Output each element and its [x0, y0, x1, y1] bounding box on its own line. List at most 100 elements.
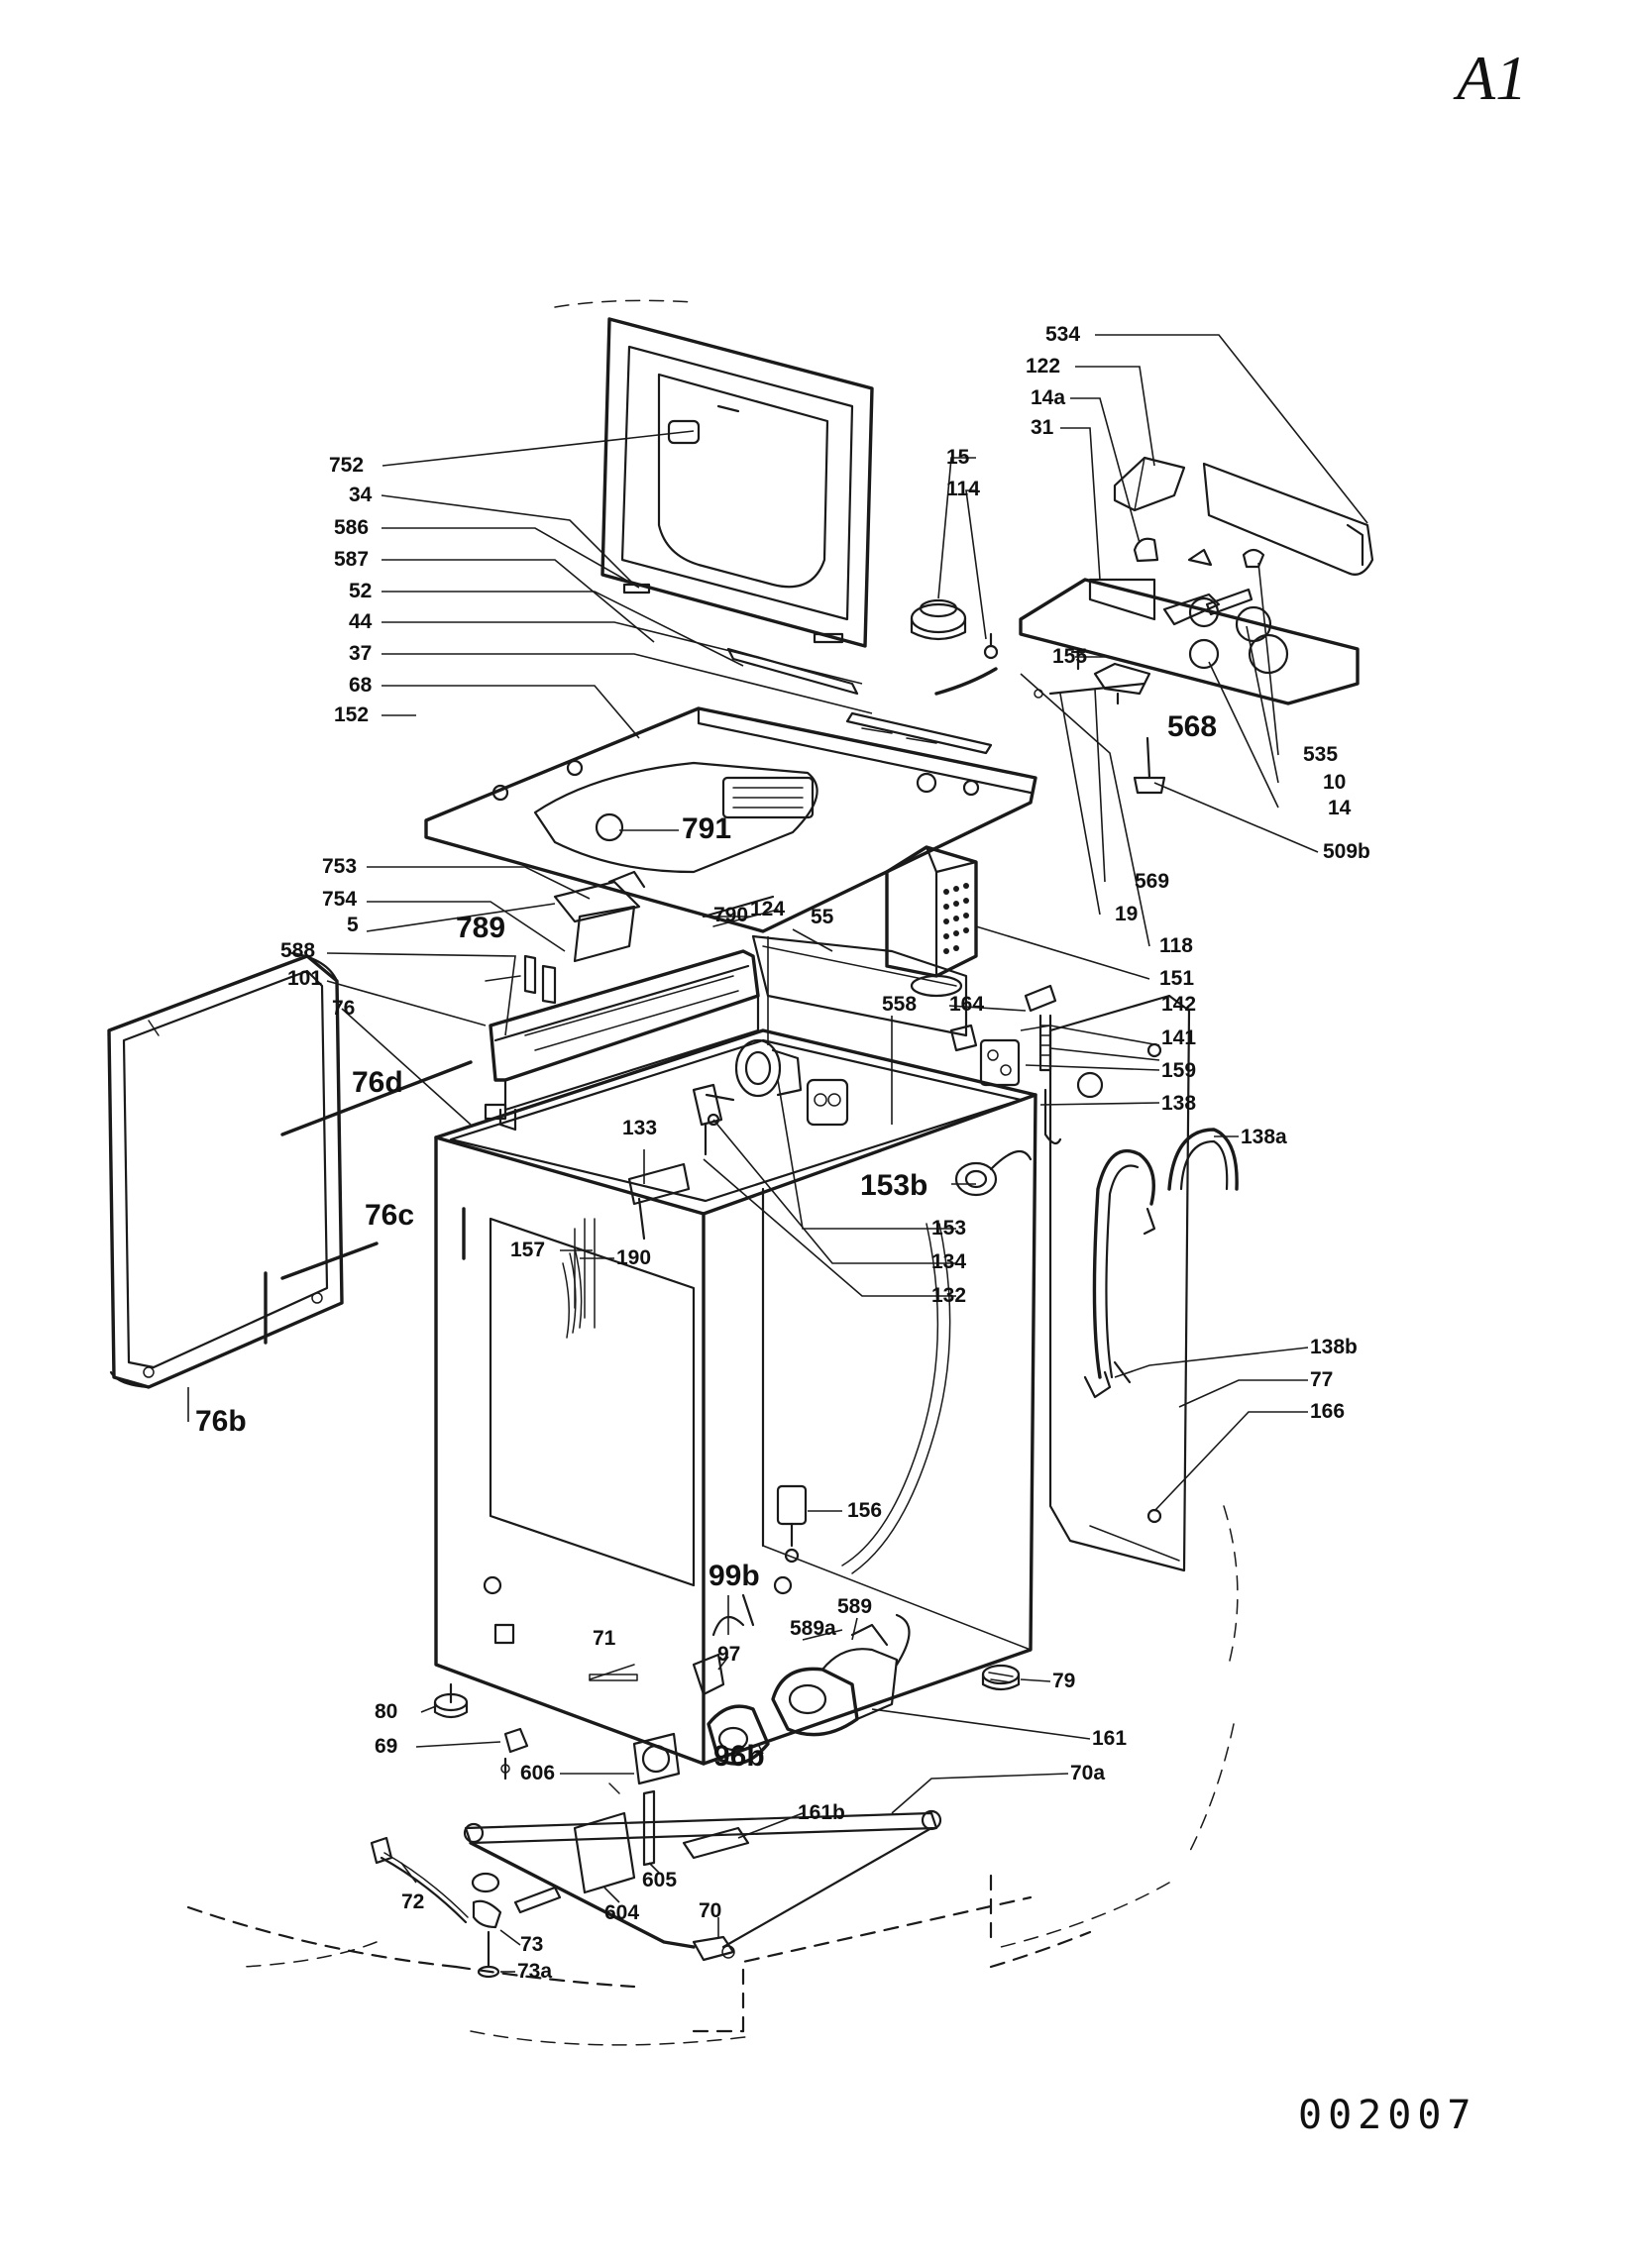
pump-motor-assembly [692, 1575, 911, 1766]
callout-14a: 14a [1031, 386, 1065, 409]
callout-155: 155 [1052, 645, 1087, 668]
callout-37: 37 [349, 642, 372, 665]
callout-153b: 153b [860, 1169, 927, 1202]
callout-124: 124 [750, 898, 785, 920]
top-panel [424, 706, 1037, 933]
callout-791: 791 [682, 812, 731, 845]
callout-790: 790 [713, 904, 748, 926]
callout-587: 587 [334, 548, 369, 571]
callout-76b: 76b [195, 1405, 247, 1438]
callout-153: 153 [931, 1217, 966, 1240]
callout-753: 753 [322, 855, 357, 878]
suspension-damper [776, 1484, 808, 1564]
rear-panel [1048, 994, 1191, 1572]
front-access-panel [107, 951, 473, 1389]
callout-156: 156 [847, 1499, 882, 1522]
callout-55: 55 [811, 906, 834, 928]
base-frame [186, 1732, 1092, 2033]
callout-157: 157 [510, 1239, 545, 1261]
callout-569: 569 [1135, 870, 1169, 893]
callout-5: 5 [347, 914, 359, 936]
callout-164: 164 [949, 993, 984, 1016]
callout-138: 138 [1161, 1092, 1196, 1115]
callout-76: 76 [332, 997, 355, 1020]
callout-568: 568 [1167, 710, 1217, 743]
callout-70a: 70a [1070, 1762, 1105, 1784]
callout-151: 151 [1159, 967, 1194, 990]
callout-99b: 99b [708, 1560, 760, 1592]
callout-132: 132 [931, 1284, 966, 1307]
callout-588: 588 [280, 939, 315, 962]
callout-77: 77 [1310, 1368, 1333, 1391]
callout-79: 79 [1052, 1670, 1075, 1692]
callout-70: 70 [699, 1899, 721, 1922]
callout-31: 31 [1031, 416, 1054, 439]
control-panel [1019, 456, 1374, 795]
callout-labels: 534 122 14a 31 15 114 155 568 535 10 14 … [195, 323, 1370, 1983]
callout-152: 152 [334, 703, 369, 726]
callout-122: 122 [1026, 355, 1060, 378]
callout-134: 134 [931, 1250, 966, 1273]
callout-97: 97 [717, 1643, 740, 1666]
callout-34: 34 [349, 484, 373, 506]
drain-hose-assembly [1083, 1128, 1239, 1399]
detergent-tray [484, 949, 760, 1132]
callout-76c: 76c [365, 1199, 414, 1232]
callout-76d: 76d [352, 1066, 403, 1099]
callout-605: 605 [642, 1869, 677, 1891]
callout-96b: 96b [713, 1740, 765, 1773]
callout-604: 604 [604, 1901, 639, 1924]
callout-133: 133 [622, 1117, 657, 1139]
callout-71: 71 [593, 1627, 616, 1650]
callout-52: 52 [349, 580, 372, 602]
callout-161: 161 [1092, 1727, 1127, 1750]
callout-509b: 509b [1323, 840, 1370, 863]
callout-535: 535 [1303, 743, 1338, 766]
feet-levelers [433, 1664, 1021, 1781]
callout-159: 159 [1161, 1059, 1196, 1082]
callout-101: 101 [287, 967, 322, 990]
rear-upper-panel [751, 934, 968, 1037]
callout-534: 534 [1045, 323, 1080, 346]
hinge-rod-assembly [370, 1836, 735, 1979]
callout-138a: 138a [1241, 1126, 1287, 1148]
pressure-switch [910, 598, 999, 696]
callout-754: 754 [322, 888, 357, 911]
callout-589a: 589a [790, 1617, 836, 1640]
callout-118: 118 [1159, 934, 1193, 957]
callout-586: 586 [334, 516, 369, 539]
callout-606: 606 [520, 1762, 555, 1784]
callout-142: 142 [1161, 993, 1196, 1016]
inlet-valve-assembly [692, 1038, 849, 1156]
internal-bracket [562, 1162, 691, 1339]
callout-69: 69 [375, 1735, 397, 1758]
callout-73a: 73a [517, 1960, 552, 1983]
callout-19: 19 [1115, 903, 1138, 925]
callout-190: 190 [616, 1246, 651, 1269]
callout-161b: 161b [798, 1801, 845, 1824]
background-outlines [242, 299, 1239, 2046]
leader-lines [187, 334, 1368, 1973]
callout-44: 44 [349, 610, 373, 633]
callout-68: 68 [349, 674, 373, 697]
callout-10: 10 [1323, 771, 1346, 794]
callout-138b: 138b [1310, 1336, 1358, 1358]
document-number: 002007 [1298, 2093, 1477, 2138]
inlet-fittings [949, 984, 1062, 1145]
callout-14: 14 [1328, 797, 1352, 819]
lid-assembly [600, 317, 874, 696]
cabinet [434, 1028, 1037, 1766]
callout-15: 15 [946, 446, 970, 469]
callout-166: 166 [1310, 1400, 1345, 1423]
callout-73: 73 [520, 1933, 543, 1956]
pump-outlet [841, 1149, 1033, 1574]
callout-141: 141 [1161, 1026, 1196, 1049]
callout-80: 80 [375, 1700, 397, 1723]
callout-752: 752 [329, 454, 364, 477]
callout-589: 589 [837, 1595, 872, 1618]
callout-114: 114 [946, 478, 980, 500]
callout-558: 558 [882, 993, 917, 1016]
sheet-id: A1 [1453, 43, 1527, 113]
lid-lock-assembly [485, 870, 779, 1005]
